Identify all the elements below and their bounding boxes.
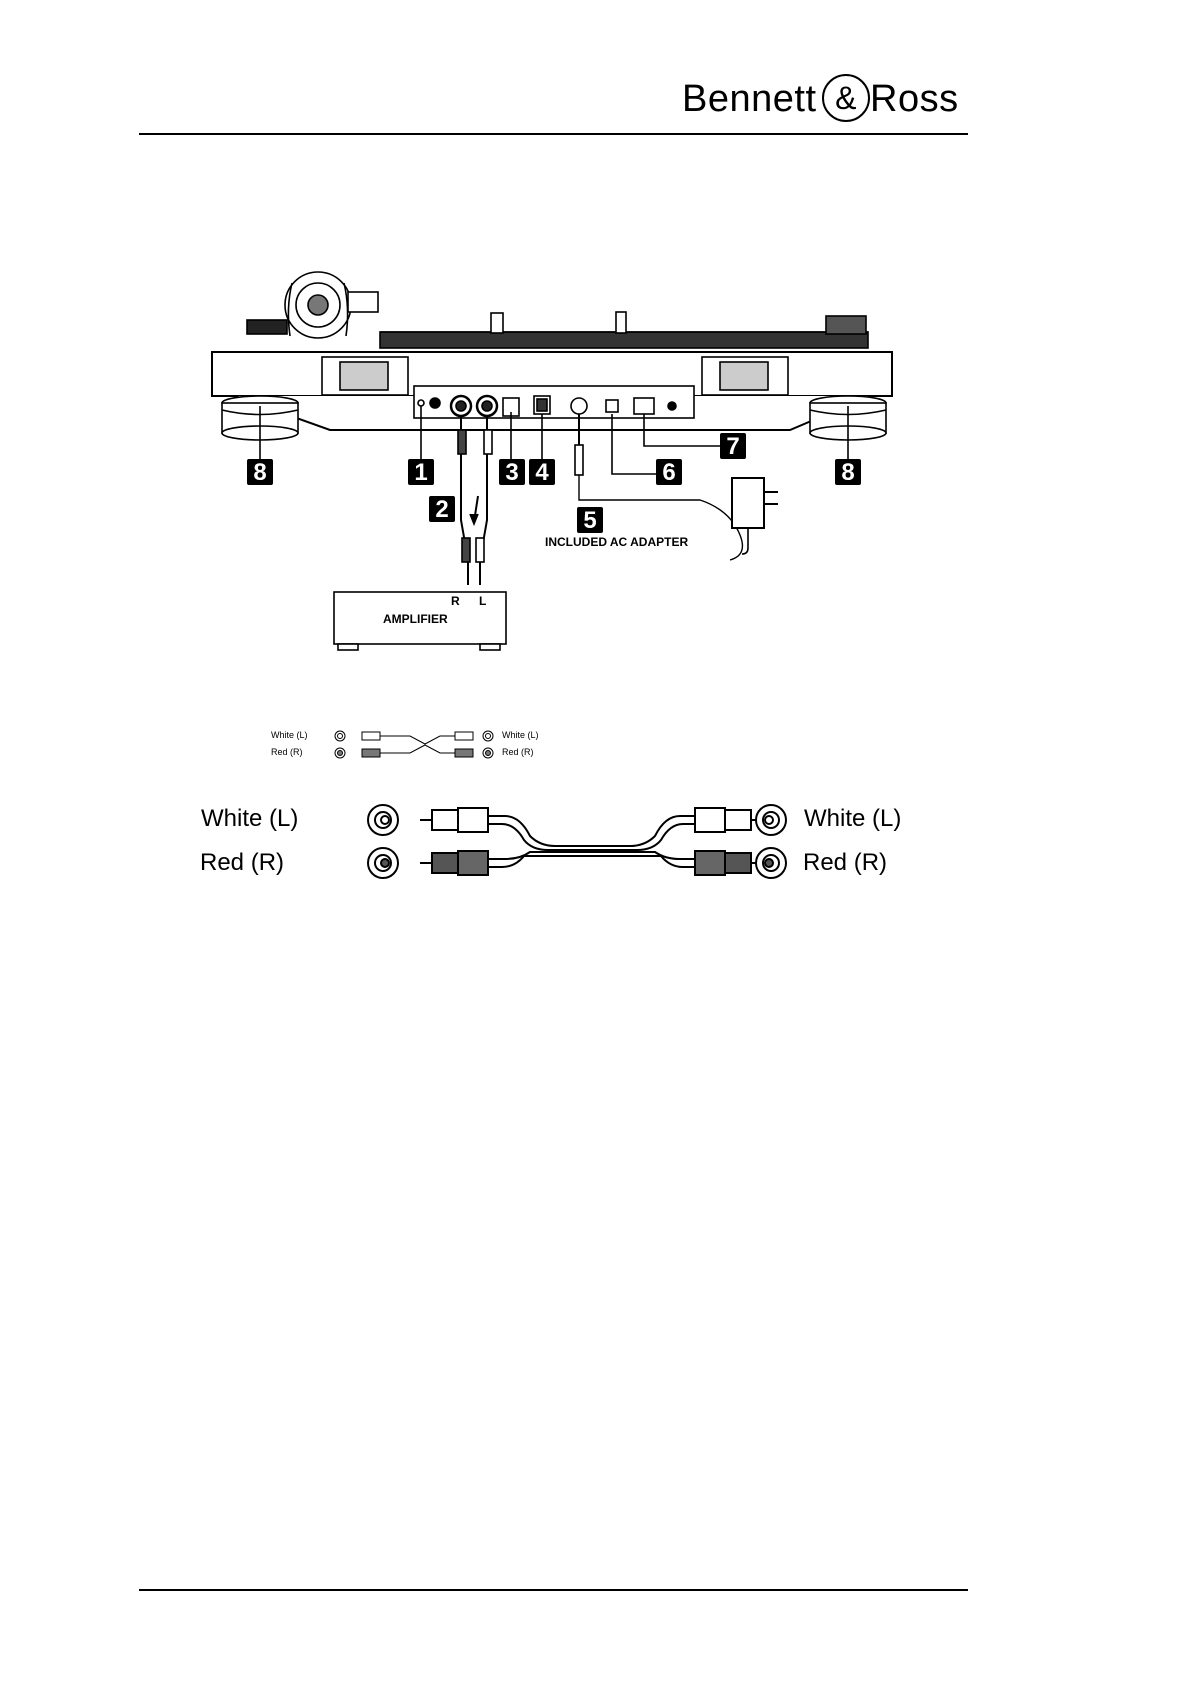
large-left-white-label: White (L)	[201, 805, 298, 833]
large-right-white-label: White (L)	[804, 805, 901, 833]
large-right-red-label: Red (R)	[803, 849, 887, 877]
large-left-red-label: Red (R)	[200, 849, 284, 877]
